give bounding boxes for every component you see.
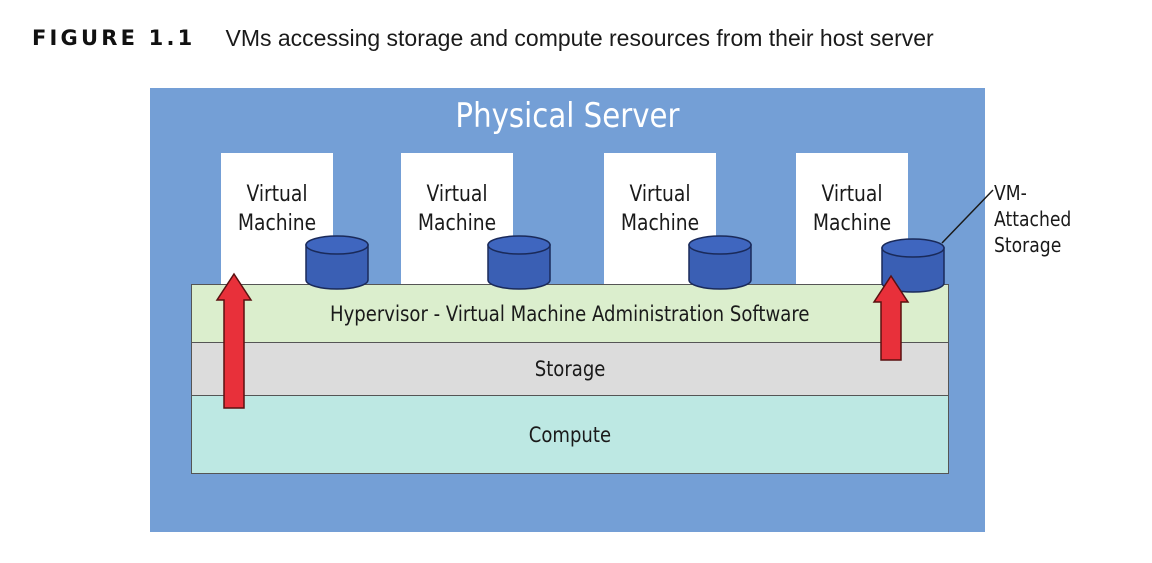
virtual-machine-label-line2: Machine — [812, 211, 892, 236]
virtual-machine-label: Virtual Machine — [612, 180, 707, 238]
virtual-machine-label-line2: Machine — [237, 211, 317, 236]
disk-body — [305, 244, 369, 290]
vm-storage-disk-3 — [688, 235, 752, 290]
figure-title: VMs accessing storage and compute resour… — [225, 24, 934, 51]
vm-attached-storage-callout: VM- Attached Storage — [994, 180, 1071, 258]
physical-server-title: Physical Server — [455, 96, 680, 136]
hypervisor-label: Hypervisor - Virtual Machine Administrat… — [330, 301, 810, 326]
virtual-machine-label-line1: Virtual — [246, 182, 308, 207]
virtual-machine-label-line1: Virtual — [821, 182, 883, 207]
disk-top — [487, 235, 551, 255]
virtual-machine-label-line1: Virtual — [426, 182, 488, 207]
storage-layer: Storage — [191, 342, 949, 396]
disk-body — [688, 244, 752, 290]
figure-caption: FIGURE 1.1 VMs accessing storage and com… — [32, 18, 934, 58]
compute-label: Compute — [528, 422, 612, 447]
virtual-machine-4: Virtual Machine — [796, 153, 908, 284]
virtual-machine-label-line2: Machine — [620, 211, 700, 236]
disk-top — [305, 235, 369, 255]
figure-number: FIGURE 1.1 — [32, 26, 196, 50]
callout-line3: Storage — [994, 233, 1062, 257]
storage-label: Storage — [534, 357, 606, 381]
disk-top — [881, 238, 945, 258]
virtual-machine-label-line1: Virtual — [629, 182, 691, 207]
virtual-machine-label: Virtual Machine — [804, 180, 899, 238]
up-arrow-icon — [872, 274, 910, 361]
up-arrow-icon — [215, 272, 253, 409]
vm-storage-disk-1 — [305, 235, 369, 290]
virtual-machine-label: Virtual Machine — [229, 180, 324, 238]
virtual-machine-label: Virtual Machine — [409, 180, 504, 238]
disk-body — [487, 244, 551, 290]
callout-line1: VM- — [994, 181, 1027, 205]
callout-leader-line — [941, 189, 994, 244]
virtual-machine-label-line2: Machine — [417, 211, 497, 236]
hypervisor-layer: Hypervisor - Virtual Machine Administrat… — [191, 284, 949, 343]
callout-line2: Attached — [994, 207, 1072, 231]
compute-layer: Compute — [191, 395, 949, 474]
vm-storage-disk-4 — [881, 238, 945, 293]
disk-top — [688, 235, 752, 255]
vm-storage-disk-2 — [487, 235, 551, 290]
